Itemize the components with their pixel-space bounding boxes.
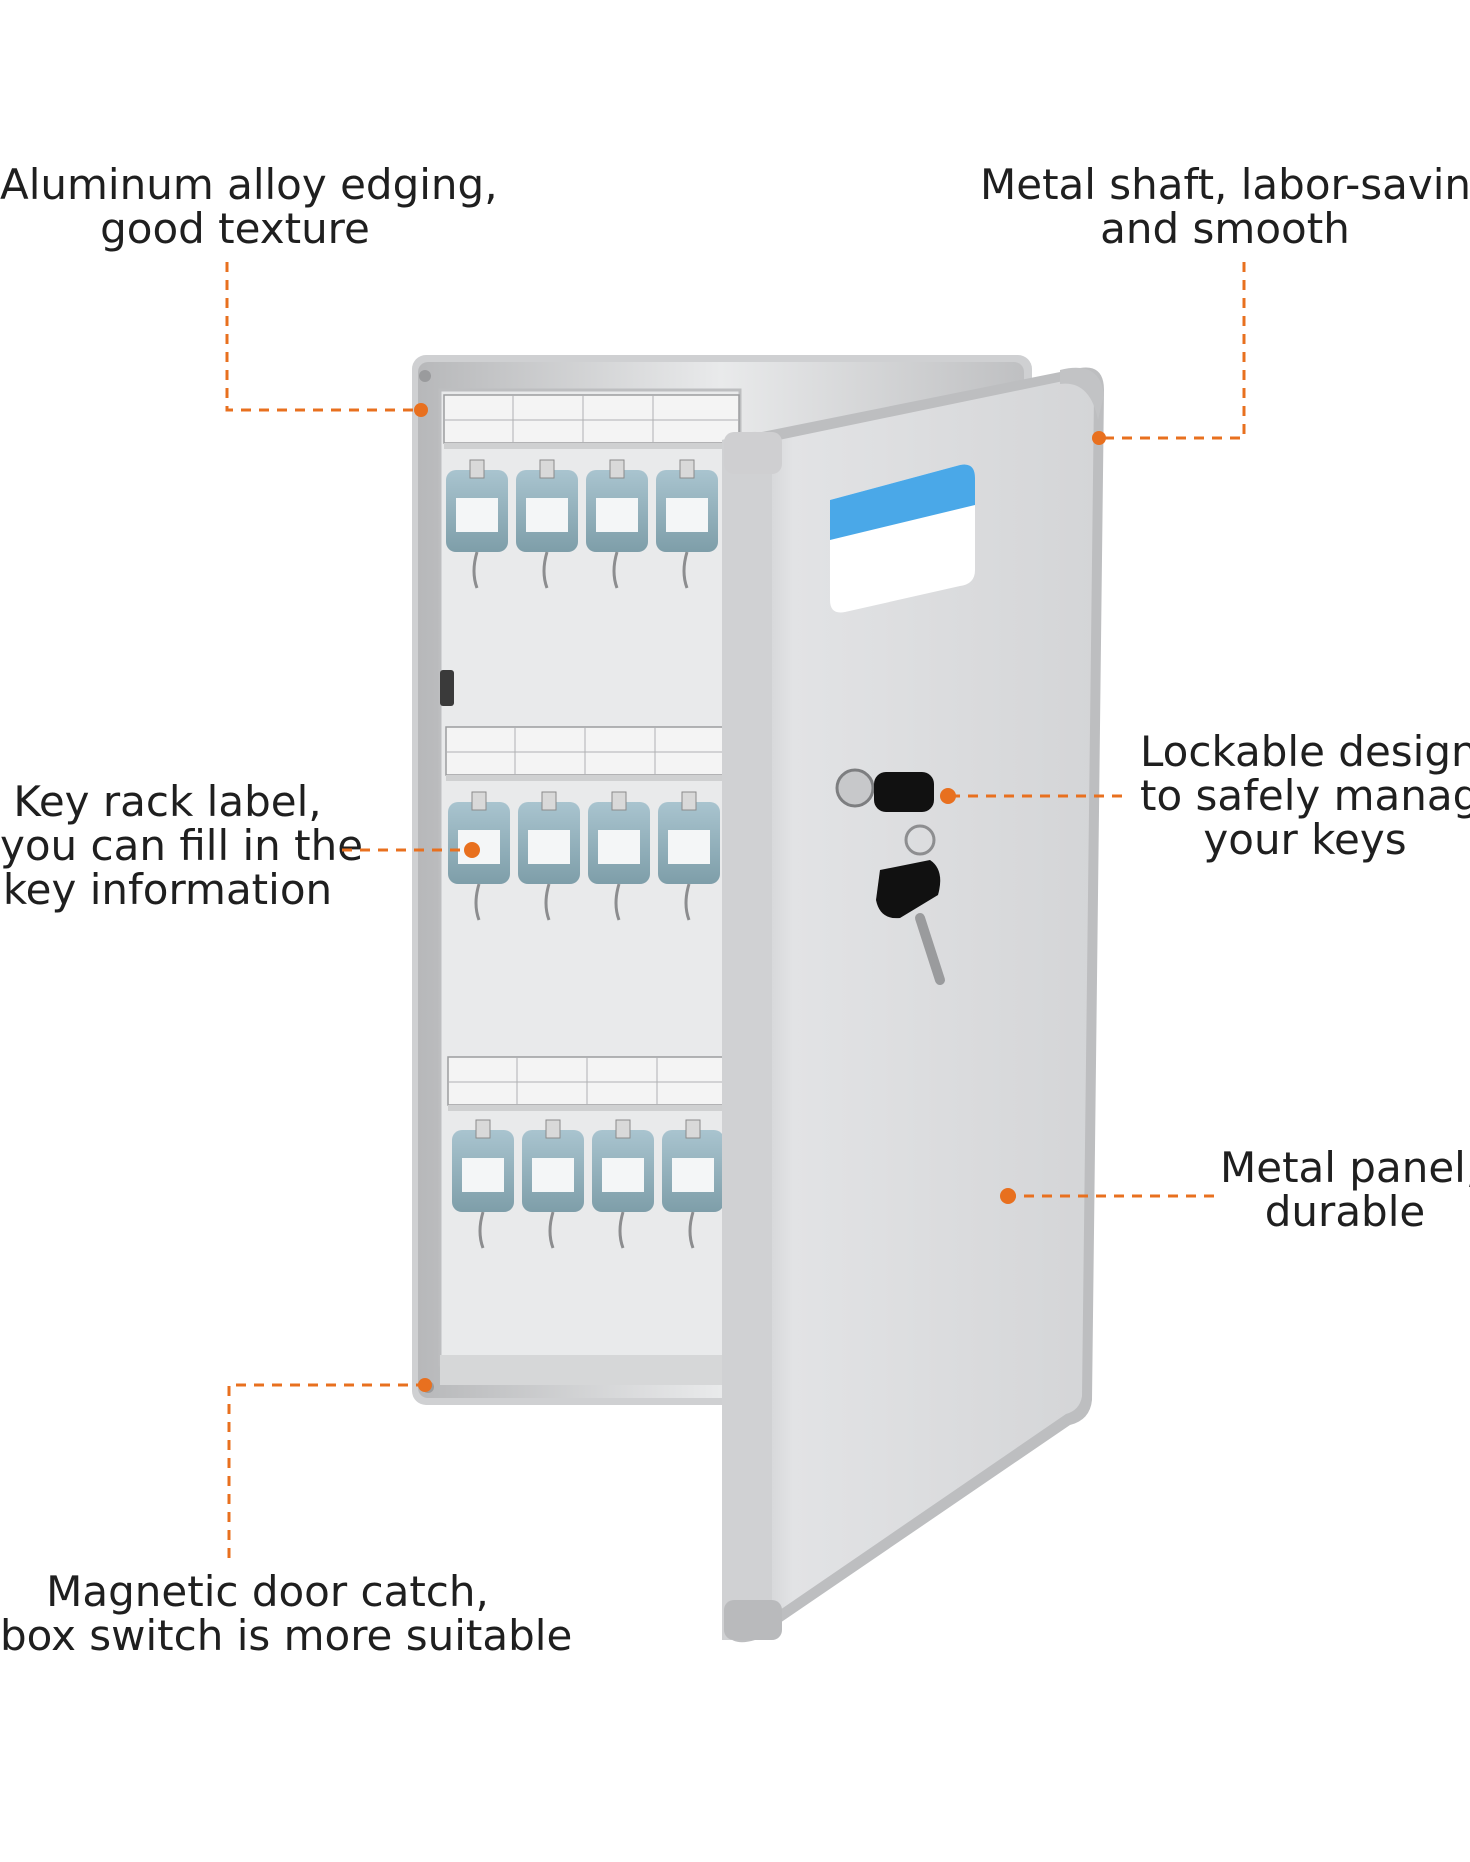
callout-catch-line1: Magnetic door catch, xyxy=(46,1567,489,1616)
callout-lockable-line1: Lockable design xyxy=(1140,727,1470,776)
callout-magnetic-catch: Magnetic door catch, box switch is more … xyxy=(0,1567,573,1660)
key-rack-top xyxy=(443,394,740,589)
leader-catch-dot xyxy=(418,1378,432,1392)
callout-shaft-line1: Metal shaft, labor-saving xyxy=(980,160,1470,209)
callout-aluminum-line2: good texture xyxy=(100,204,370,253)
callout-metal-panel: Metal panel, durable xyxy=(1220,1146,1470,1234)
door-badge xyxy=(830,464,975,613)
leader-shaft-dot xyxy=(1092,431,1106,445)
callout-panel-line2: durable xyxy=(1264,1187,1426,1236)
cabinet-door xyxy=(722,367,1104,1643)
lock-with-keys xyxy=(835,768,945,985)
callout-panel-line1: Metal panel, xyxy=(1220,1143,1470,1192)
callout-metal-shaft: Metal shaft, labor-saving and smooth xyxy=(980,163,1470,251)
leader-aluminum-dot xyxy=(414,403,428,417)
callout-label-line2: you can fill in the xyxy=(0,821,364,870)
callout-shaft-line2: and smooth xyxy=(1100,204,1350,253)
leader-lockable-dot xyxy=(940,788,956,804)
callout-label-line3: key information xyxy=(2,865,333,914)
leader-panel-dot xyxy=(1000,1188,1016,1204)
callout-lockable-line2: to safely manage xyxy=(1140,771,1470,820)
callout-lockable-line3: your keys xyxy=(1203,815,1407,864)
key-rack-middle xyxy=(445,726,740,921)
leader-shaft xyxy=(1100,262,1246,440)
leader-catch xyxy=(227,1383,424,1558)
key-rack-bottom xyxy=(447,1056,740,1249)
callout-aluminum-line1: Aluminum alloy edging, xyxy=(0,160,498,209)
callout-aluminum-edging: Aluminum alloy edging, good texture xyxy=(0,160,498,253)
leader-aluminum xyxy=(225,262,420,412)
callout-catch-line2: box switch is more suitable xyxy=(0,1611,573,1660)
callout-label-line1: Key rack label, xyxy=(13,777,322,826)
callout-lockable-design: Lockable design to safely manage your ke… xyxy=(1140,730,1470,862)
leader-label-dot xyxy=(464,842,480,858)
callout-key-rack-label: Key rack label, you can fill in the key … xyxy=(0,777,364,914)
